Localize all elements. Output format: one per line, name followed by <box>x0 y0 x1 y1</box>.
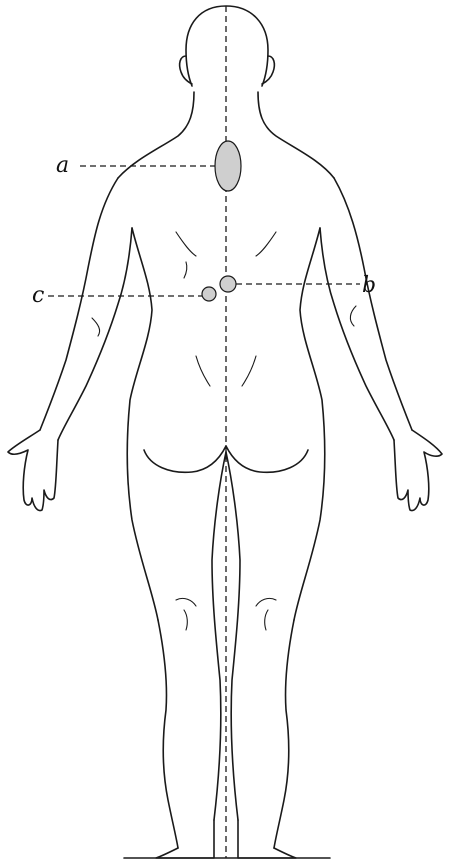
left-foot <box>155 819 215 859</box>
left-elbow-detail <box>91 317 101 337</box>
left-ear <box>178 55 193 85</box>
right-elbow-detail <box>349 305 357 327</box>
torso-left-side <box>126 227 159 621</box>
left-inner-leg <box>211 451 227 821</box>
left-flank-mark <box>183 261 188 279</box>
right-buttock <box>225 445 309 474</box>
label-a: a <box>56 153 69 178</box>
right-arm-outer <box>333 177 413 431</box>
spot-a <box>214 140 242 192</box>
label-b: b <box>362 273 376 298</box>
spot-c <box>201 286 217 302</box>
spot-b <box>219 275 237 293</box>
right-arm-inner <box>319 227 395 441</box>
lower-back-left <box>195 355 211 387</box>
left-neck-shoulder <box>117 91 195 179</box>
head-outline <box>185 5 269 87</box>
left-outer-leg <box>157 619 179 849</box>
left-scapula-line <box>175 231 197 257</box>
lower-back-right <box>241 355 257 387</box>
left-knee-detail <box>175 597 197 631</box>
left-hand <box>7 429 59 512</box>
right-foot <box>237 819 297 859</box>
right-hand <box>393 429 443 512</box>
left-arm-outer <box>39 177 119 431</box>
right-inner-leg <box>225 451 241 821</box>
torso-right-side <box>293 227 326 621</box>
right-ear <box>261 55 276 85</box>
right-scapula-line <box>255 231 277 257</box>
left-arm-inner <box>57 227 133 441</box>
right-knee-detail <box>255 597 277 631</box>
right-neck-shoulder <box>257 91 335 179</box>
label-c: c <box>32 283 44 308</box>
left-buttock <box>143 445 227 474</box>
right-outer-leg <box>273 619 295 849</box>
